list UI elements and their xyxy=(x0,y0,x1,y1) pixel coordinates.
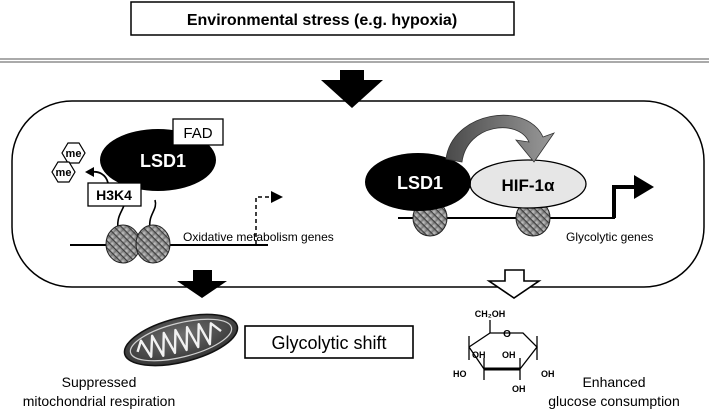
left-outcome-line2: mitochondrial respiration xyxy=(23,393,176,409)
left-lsd1-label: LSD1 xyxy=(140,151,186,171)
right-outcome-line2: glucose consumption xyxy=(548,393,680,409)
right-tss-arrow xyxy=(612,185,637,218)
glucose-ho: HO xyxy=(453,369,467,379)
left-tss-arrowhead xyxy=(271,191,283,203)
glucose-ring-o: O xyxy=(503,329,511,340)
methyl-tag-label: me xyxy=(56,167,72,179)
glucose-labels: CH₂OH O OH OH HO OH OH xyxy=(453,309,555,394)
activation-curved-arrow xyxy=(445,114,556,163)
h3k4-box xyxy=(87,182,142,207)
right-outcome-text: Enhanced glucose consumption xyxy=(548,374,680,409)
left-output-arrow xyxy=(177,270,227,298)
glucose-structure xyxy=(468,320,538,380)
demethylation-arrowhead xyxy=(85,167,94,177)
fad-label: FAD xyxy=(183,125,212,142)
left-tss-arrow xyxy=(255,196,273,244)
outcome-label: Glycolytic shift xyxy=(271,333,386,353)
separator-line xyxy=(0,58,709,63)
stress-label: Environmental stress (e.g. hypoxia) xyxy=(187,12,457,29)
methyl-tag: me xyxy=(61,142,86,164)
stress-box: Environmental stress (e.g. hypoxia) xyxy=(130,1,515,36)
right-outcome-line1: Enhanced xyxy=(582,374,645,390)
nucleosome xyxy=(135,224,171,264)
stress-down-arrow xyxy=(321,70,383,108)
glucose-oh: OH xyxy=(472,350,486,360)
right-gene-label: Glycolytic genes xyxy=(566,230,653,244)
methyl-tag-label: me xyxy=(66,148,82,160)
left-gene-label: Oxidative metabolism genes xyxy=(183,230,334,244)
right-lsd1-label: LSD1 xyxy=(397,173,443,193)
glucose-ch2oh: CH₂OH xyxy=(475,309,506,319)
h3k4-label: H3K4 xyxy=(96,187,132,203)
glucose-oh: OH xyxy=(541,369,555,379)
histone-tail xyxy=(148,199,157,229)
demethylation-arrow xyxy=(91,170,109,184)
right-complex: HIF-1α LSD1 Glycolytic genes xyxy=(365,114,654,244)
glucose-oh: OH xyxy=(512,384,526,394)
nucleosome xyxy=(105,224,141,264)
methyl-tag: me xyxy=(51,161,76,183)
right-output-arrow xyxy=(486,269,542,299)
fad-box xyxy=(172,118,224,146)
left-outcome-line1: Suppressed xyxy=(62,374,137,390)
hif1a-label: HIF-1α xyxy=(502,176,556,195)
cell-outline xyxy=(11,100,705,288)
outcome-box: Glycolytic shift xyxy=(244,325,414,359)
right-lsd1-enzyme xyxy=(365,153,471,211)
glucose-oh: OH xyxy=(502,350,516,360)
right-tss-arrowhead xyxy=(634,175,654,199)
mitochondrion-icon xyxy=(123,313,239,367)
left-complex: LSD1 FAD H3K4 me me Oxidative metabolism… xyxy=(51,118,334,264)
left-outcome-text: Suppressed mitochondrial respiration xyxy=(23,374,176,409)
